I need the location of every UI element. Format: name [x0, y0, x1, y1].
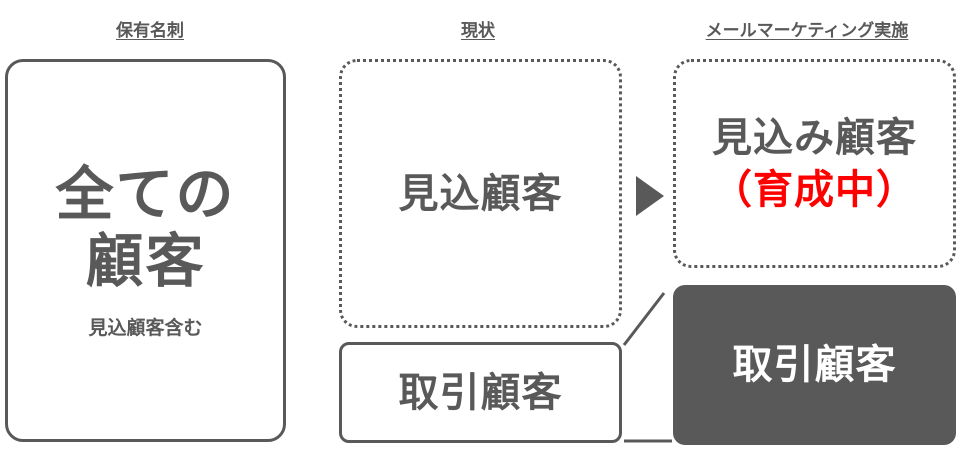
- all-customers-note: 見込顧客含む: [88, 316, 203, 339]
- header-email-marketing: メールマーケティング実施: [705, 21, 909, 41]
- marketing-customers-label: 取引顧客: [732, 342, 897, 388]
- header-owned-cards: 保有名刺: [116, 21, 184, 41]
- current-customers-label: 取引顧客: [398, 369, 563, 416]
- current-prospects-label: 見込顧客: [398, 170, 563, 217]
- current-customers-box: 取引顧客: [339, 342, 622, 443]
- nurturing-prospects-label: 見込み顧客: [712, 114, 917, 161]
- current-prospects-box: 見込顧客: [339, 59, 622, 328]
- nurturing-status-label: （育成中）: [712, 166, 917, 213]
- header-current-state: 現状: [461, 21, 495, 41]
- all-customers-line1: 全ての: [55, 160, 236, 229]
- nurturing-prospects-box: 見込み顧客 （育成中）: [673, 59, 956, 268]
- all-customers-line2: 顧客: [85, 227, 206, 295]
- flow-arrow-icon: [636, 176, 664, 216]
- all-customers-box: 全ての 顧客 見込顧客含む: [5, 59, 286, 442]
- marketing-customers-box: 取引顧客: [673, 285, 956, 445]
- expand-connector-upper: [622, 292, 666, 346]
